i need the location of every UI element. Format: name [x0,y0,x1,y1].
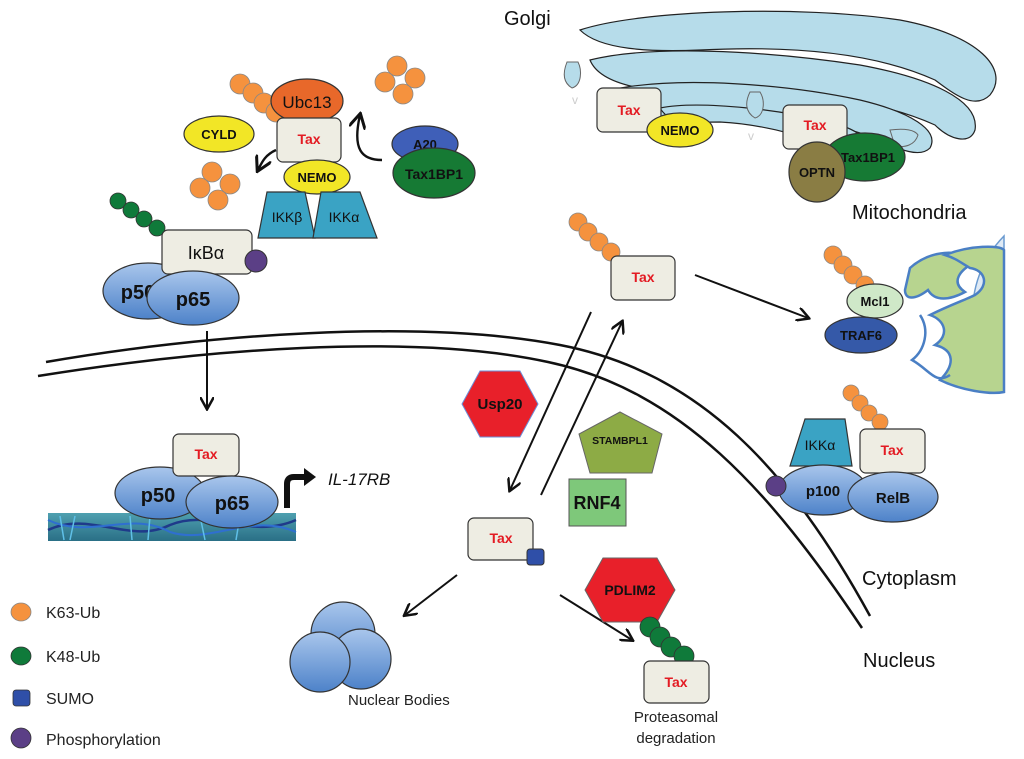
legend-item-phosphorylation: Phosphorylation [10,727,161,749]
tax-label: Tax [631,269,654,285]
optn-label: OPTN [799,165,835,180]
ikka-label: IKKα [329,209,360,225]
stambpl1: STAMBPL1 [578,411,663,474]
legend-label: SUMO [46,691,94,708]
legend: K63-Ub K48-Ub SUMO Phosphorylation [10,602,161,749]
legend-item-k48: K48-Ub [10,646,100,666]
nuclear-bodies [289,601,392,693]
legend-label: Phosphorylation [46,732,161,749]
legend-label: K63-Ub [46,605,100,622]
noncanonical-complex: IKKα Tax p100 RelB [765,384,939,523]
nemo-label: NEMO [298,170,337,185]
degraded-tax: Tax [639,616,710,704]
to-nuclear-bodies-arrow [405,574,458,615]
tax-label: Tax [617,102,640,118]
nuclear-import-arrow [510,311,592,490]
ikba-label: IκBα [188,243,224,263]
traf6-label: TRAF6 [840,328,882,343]
mitochondrial-tax-complex: Mcl1 TRAF6 [823,245,904,354]
gene-label: IL-17RB [328,470,390,489]
tax-label: Tax [297,131,320,147]
p100-label: p100 [806,483,840,500]
phosphorylation-icon [10,727,32,749]
tax1bp1-label: Tax1BP1 [841,150,895,165]
stambpl1-label: STAMBPL1 [592,435,648,447]
cyld-label: CYLD [201,127,236,142]
ubc13-label: Ubc13 [282,93,331,112]
mitochondria-label: Mitochondria [852,202,967,224]
tax1bp1-label: Tax1BP1 [405,166,463,182]
p50-label: p50 [141,485,175,507]
mitochondrion [903,234,1006,395]
cytoplasm-label: Cytoplasm [862,568,956,590]
legend-item-k63: K63-Ub [10,602,100,622]
ikba-nfkb-complex: p50 IκBα p65 [102,192,268,326]
relb-label: RelB [876,490,910,507]
k63-ub-icon [10,602,32,622]
cytoplasmic-tax: Tax [568,212,676,301]
legend-label: K48-Ub [46,649,100,666]
tax-label: Tax [194,446,217,462]
golgi-apparatus: v v [563,10,997,154]
to-mitochondria-arrow [694,274,808,318]
sumo-icon [12,689,31,707]
usp20: Usp20 [461,370,539,438]
golgi-tax-nemo-complex: Tax NEMO [596,87,714,148]
to-degradation-arrow [559,594,632,640]
golgi-tax-optn-complex: Tax Tax1BP1 OPTN [782,104,906,203]
p65-label: p65 [176,289,210,311]
k48-ub-icon [10,646,32,666]
sumoylated-tax: Tax [467,517,545,566]
proteasomal-label-line2: degradation [636,730,715,747]
tax-label: Tax [664,674,687,690]
ikkb-label: IKKβ [272,209,303,225]
svg-text:v: v [748,129,754,143]
nuclear-export-arrow [540,322,622,496]
rnf4-label: RNF4 [573,493,620,513]
usp20-label: Usp20 [477,396,522,413]
tax-label: Tax [880,442,903,458]
p65-label: p65 [215,493,249,515]
nuclear-tax-nfkb-dna: p50 Tax p65 IL-17RB [47,433,390,541]
pdlim2: PDLIM2 [584,557,676,623]
tax-label: Tax [489,530,512,546]
pdlim2-label: PDLIM2 [604,582,656,598]
ikka-label: IKKα [805,437,836,453]
nucleus-label: Nucleus [863,650,935,672]
mcl1-label: Mcl1 [861,294,890,309]
nemo-label: NEMO [661,123,700,138]
nuclear-bodies-label: Nuclear Bodies [348,692,450,709]
tax-label: Tax [803,117,826,133]
ikk-complex: Ubc13 Tax CYLD NEMO IKKβ IKKα A20 Tax1BP… [183,55,476,239]
proteasomal-label-line1: Proteasomal [634,709,718,726]
legend-item-sumo: SUMO [12,689,94,708]
golgi-label: Golgi [504,8,551,30]
svg-text:v: v [572,93,578,107]
rnf4: RNF4 [568,478,627,527]
